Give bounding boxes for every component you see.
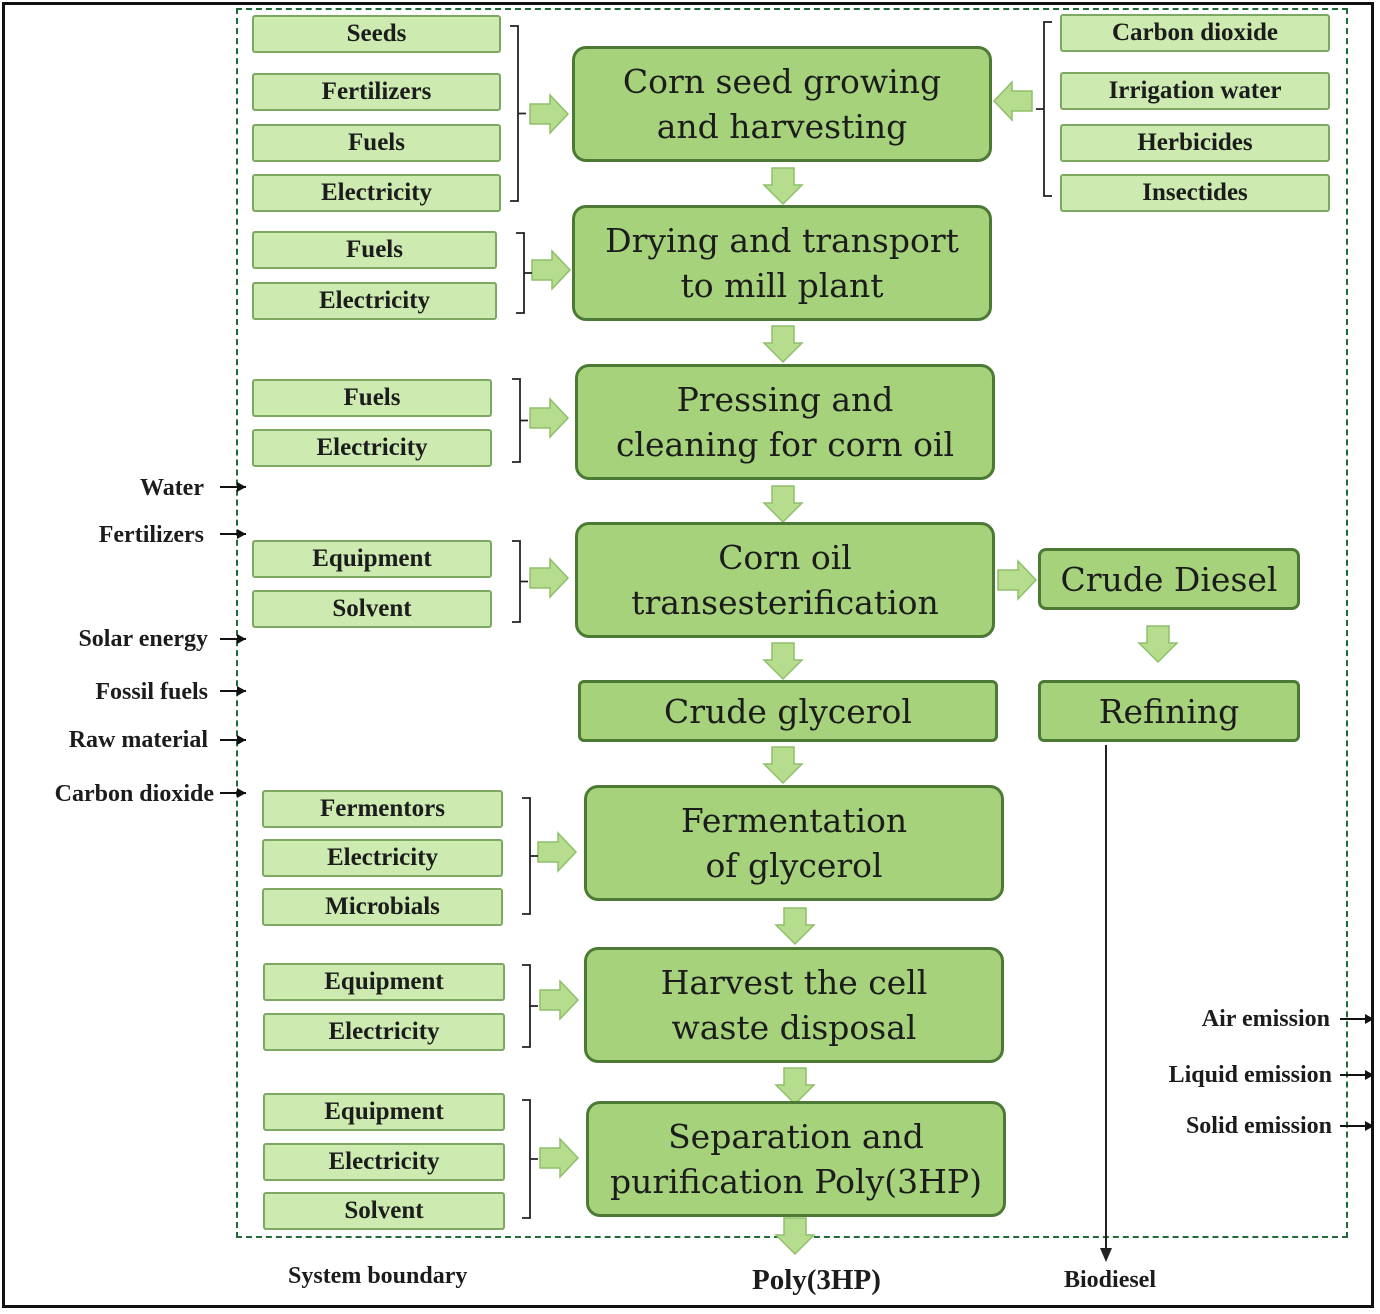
- left-input-water: Water: [140, 475, 204, 501]
- input-seeds: Seeds: [252, 15, 501, 53]
- input-solvent: Solvent: [263, 1192, 505, 1230]
- process-drying-transport: Drying and transport to mill plant: [572, 205, 992, 321]
- input-carbon-dioxide: Carbon dioxide: [1060, 14, 1330, 52]
- input-fuels: Fuels: [252, 231, 497, 269]
- input-microbials: Microbials: [262, 888, 503, 926]
- product-poly3hp-label: Poly(3HP): [752, 1264, 881, 1296]
- input-electricity: Electricity: [262, 839, 503, 877]
- process-refining: Refining: [1038, 680, 1300, 742]
- left-input-raw-material: Raw material: [68, 727, 208, 753]
- process-fermentation: Fermentation of glycerol: [584, 785, 1004, 901]
- left-input-fertilizers: Fertilizers: [98, 522, 204, 548]
- input-fermentors: Fermentors: [262, 790, 503, 828]
- input-fuels: Fuels: [252, 379, 492, 417]
- process-transesterification: Corn oil transesterification: [575, 522, 995, 638]
- emission-air: Air emission: [1201, 1006, 1330, 1032]
- input-electricity: Electricity: [263, 1013, 505, 1051]
- system-boundary-label: System boundary: [288, 1263, 468, 1289]
- input-equipment: Equipment: [252, 540, 492, 578]
- input-herbicides: Herbicides: [1060, 124, 1330, 162]
- left-input-solar-energy: Solar energy: [78, 626, 208, 652]
- input-irrigation-water: Irrigation water: [1060, 72, 1330, 110]
- process-separation-purification: Separation and purification Poly(3HP): [586, 1101, 1006, 1217]
- input-fertilizers: Fertilizers: [252, 73, 501, 111]
- process-crude-glycerol: Crude glycerol: [578, 680, 998, 742]
- input-equipment: Equipment: [263, 963, 505, 1001]
- biodiesel-label: Biodiesel: [1064, 1267, 1157, 1293]
- input-insectides: Insectides: [1060, 174, 1330, 212]
- process-corn-growing: Corn seed growing and harvesting: [572, 46, 992, 162]
- input-electricity: Electricity: [263, 1143, 505, 1181]
- process-crude-diesel: Crude Diesel: [1038, 548, 1300, 610]
- left-input-carbon-dioxide: Carbon dioxide: [54, 781, 214, 807]
- input-electricity: Electricity: [252, 429, 492, 467]
- left-input-fossil-fuels: Fossil fuels: [95, 679, 208, 705]
- input-electricity: Electricity: [252, 282, 497, 320]
- input-electricity: Electricity: [252, 174, 501, 212]
- input-solvent: Solvent: [252, 590, 492, 628]
- input-fuels: Fuels: [252, 124, 501, 162]
- process-pressing-cleaning: Pressing and cleaning for corn oil: [575, 364, 995, 480]
- input-equipment: Equipment: [263, 1093, 505, 1131]
- emission-liquid: Liquid emission: [1168, 1062, 1332, 1088]
- emission-solid: Solid emission: [1185, 1113, 1332, 1139]
- process-harvest-cell: Harvest the cell waste disposal: [584, 947, 1004, 1063]
